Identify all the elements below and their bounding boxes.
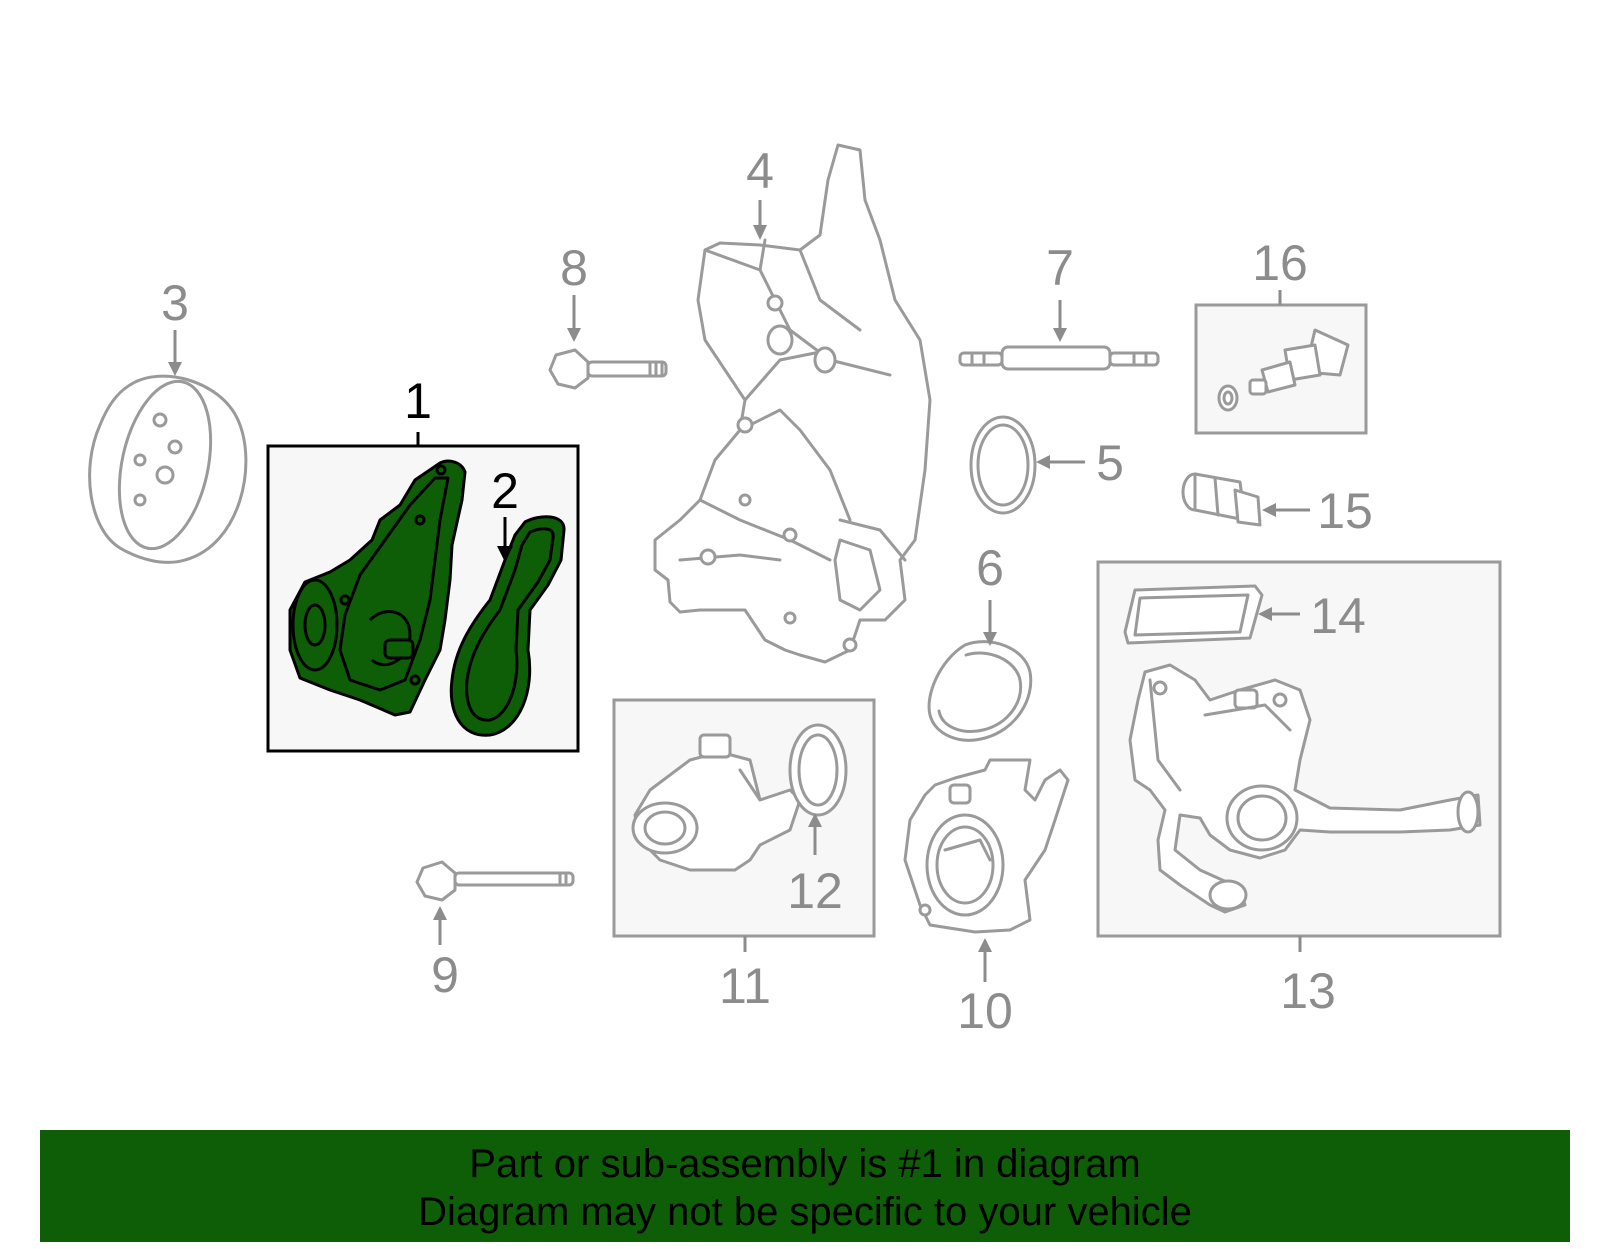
- part-8-bolt[interactable]: [548, 348, 668, 390]
- callout-15[interactable]: 15: [1317, 483, 1373, 539]
- arrow-7: [1053, 328, 1067, 342]
- part-16-sensor[interactable]: [1217, 328, 1350, 412]
- arrow-9: [433, 906, 447, 920]
- arrow-5: [1036, 455, 1050, 469]
- arrow-14: [1258, 607, 1272, 621]
- part-15-sensor[interactable]: [1181, 472, 1262, 527]
- arrow-4: [753, 225, 767, 240]
- callout-2[interactable]: 2: [491, 463, 519, 519]
- info-banner: Part or sub-assembly is #1 in diagram Di…: [40, 1130, 1570, 1242]
- arrow-15: [1262, 503, 1276, 517]
- part-7-stud[interactable]: [958, 345, 1160, 371]
- callout-7[interactable]: 7: [1046, 240, 1074, 296]
- callout-1[interactable]: 1: [404, 373, 432, 429]
- callout-11[interactable]: 11: [719, 958, 771, 1014]
- callout-6[interactable]: 6: [976, 540, 1004, 596]
- arrow-12: [808, 813, 822, 827]
- part-4-bracket[interactable]: [653, 143, 932, 664]
- part-3-pulley[interactable]: [88, 373, 248, 564]
- callout-5[interactable]: 5: [1096, 435, 1124, 491]
- part-1-water-pump[interactable]: [288, 459, 467, 717]
- arrow-10: [978, 938, 992, 952]
- part-14-gasket[interactable]: [1123, 584, 1264, 645]
- arrow-8: [567, 328, 581, 342]
- part-2-gasket[interactable]: [449, 515, 566, 737]
- part-10-housing[interactable]: [903, 758, 1070, 934]
- callout-16[interactable]: 16: [1252, 235, 1308, 291]
- callout-3[interactable]: 3: [161, 275, 189, 331]
- part-5-o-ring[interactable]: [969, 415, 1037, 515]
- part-12-gasket[interactable]: [788, 723, 848, 817]
- callout-9[interactable]: 9: [431, 947, 459, 1003]
- arrow-3: [168, 362, 182, 376]
- callout-10[interactable]: 10: [957, 983, 1013, 1039]
- arrow-6: [983, 632, 997, 646]
- banner-line-1: Part or sub-assembly is #1 in diagram: [469, 1142, 1141, 1186]
- callout-8[interactable]: 8: [560, 240, 588, 296]
- arrow-2: [497, 546, 513, 562]
- part-9-bolt[interactable]: [415, 860, 575, 902]
- part-13-outlet[interactable]: [1128, 663, 1482, 914]
- part-11-thermostat[interactable]: [631, 733, 802, 872]
- part-6-seal[interactable]: [927, 640, 1033, 742]
- banner-line-2: Diagram may not be specific to your vehi…: [418, 1190, 1192, 1234]
- callout-14[interactable]: 14: [1310, 588, 1366, 644]
- callout-12[interactable]: 12: [787, 863, 843, 919]
- callout-4[interactable]: 4: [746, 143, 774, 199]
- callout-13[interactable]: 13: [1280, 963, 1336, 1019]
